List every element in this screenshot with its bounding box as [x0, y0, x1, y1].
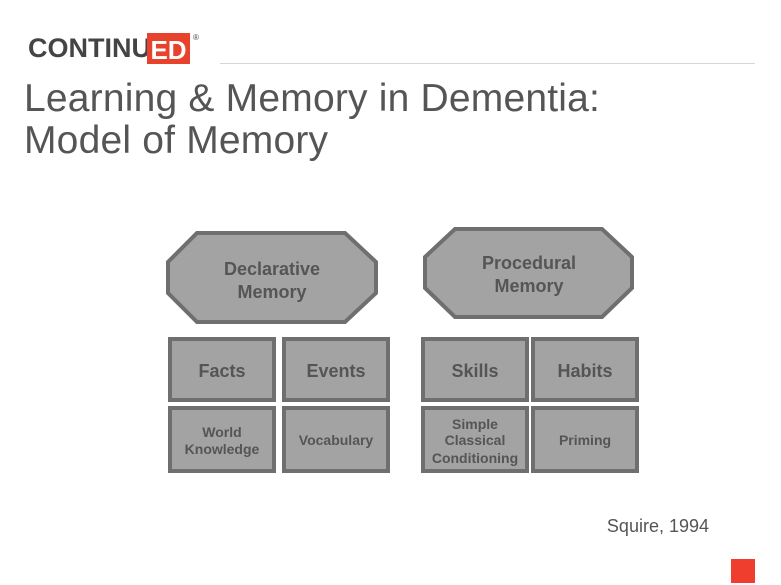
declarative-memory-label-line-1: Declarative: [224, 259, 320, 279]
vocabulary-label: Vocabulary: [299, 432, 374, 448]
events-label: Events: [306, 361, 365, 381]
priming-node: [531, 406, 639, 473]
simple-classical-conditioning-label-line-2: Classical: [445, 432, 506, 448]
facts-node: [168, 337, 276, 402]
corner-accent-square: [731, 559, 755, 583]
world-knowledge-label-line-2: Knowledge: [185, 441, 260, 457]
simple-classical-conditioning-label-line-1: Simple: [452, 416, 498, 432]
habits-label: Habits: [557, 361, 612, 381]
continued-logo: CONTINU ED ®: [28, 33, 199, 65]
slide-title-line-2: Model of Memory: [24, 119, 329, 162]
declarative-memory-node: [166, 231, 378, 324]
slide-title-line-1: Learning & Memory in Dementia:: [24, 77, 601, 120]
logo-registered-mark: ®: [193, 33, 199, 42]
declarative-memory-label-line-2: Memory: [237, 282, 306, 302]
logo-text: CONTINU: [28, 33, 151, 63]
slide-title: Learning & Memory in Dementia: Model of …: [24, 78, 764, 162]
world-knowledge-node: [168, 406, 276, 473]
habits-node: [531, 337, 639, 402]
simple-classical-conditioning-node: [421, 406, 529, 473]
events-node: [282, 337, 390, 402]
header-divider: [220, 63, 755, 64]
world-knowledge-label-line-1: World: [202, 424, 241, 440]
logo-badge-text: ED: [150, 35, 186, 65]
citation: Squire, 1994: [606, 516, 709, 536]
procedural-memory-label-line-2: Memory: [494, 276, 563, 296]
vocabulary-node: [282, 406, 390, 473]
skills-label: Skills: [451, 361, 498, 381]
logo-badge: [147, 33, 190, 64]
facts-label: Facts: [198, 361, 245, 381]
skills-node: [421, 337, 529, 402]
procedural-memory-node: [423, 227, 634, 319]
procedural-memory-label-line-1: Procedural: [482, 253, 576, 273]
priming-label: Priming: [559, 432, 611, 448]
simple-classical-conditioning-label-line-3: Conditioning: [432, 450, 518, 466]
